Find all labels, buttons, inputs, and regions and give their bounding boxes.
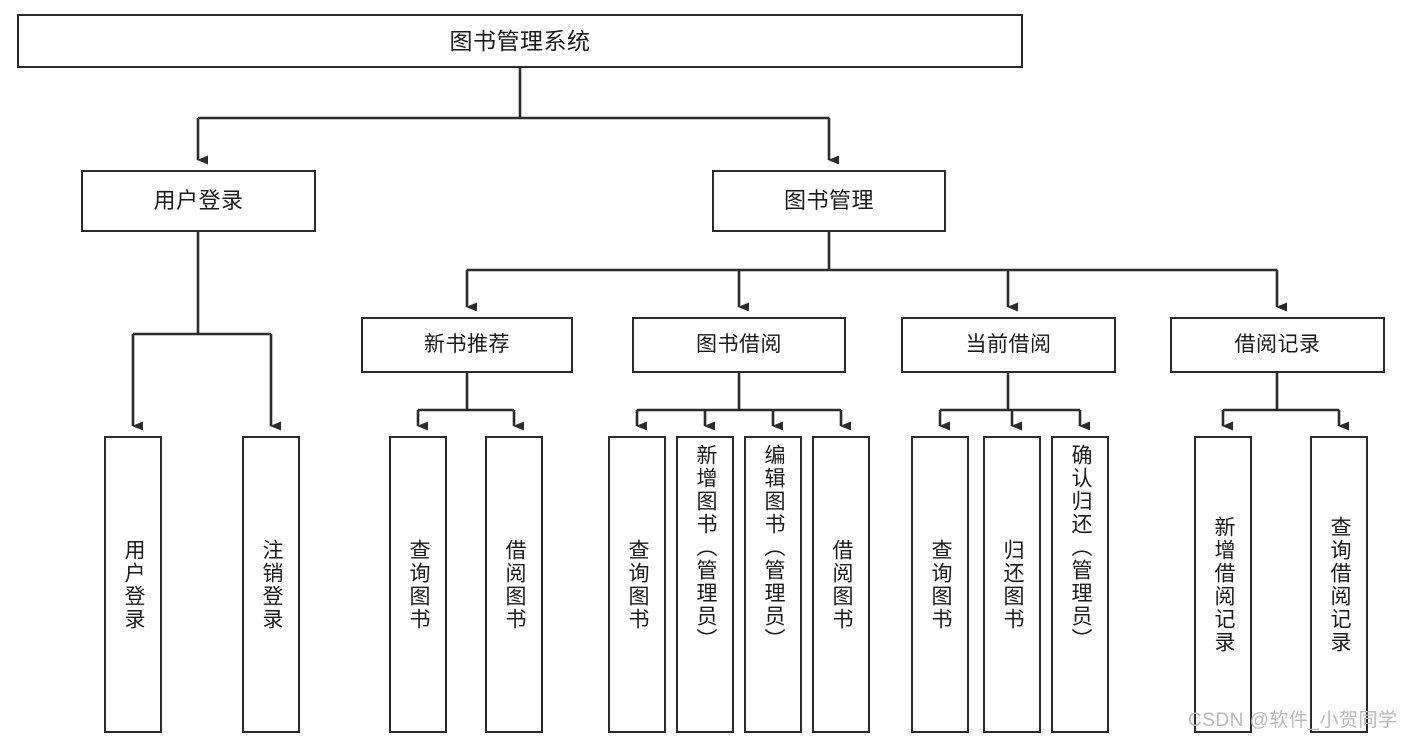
node-label: 新书推荐 xyxy=(424,333,510,357)
node-label: 用户登录 xyxy=(122,538,146,631)
node-label: 编辑图书（管理员） xyxy=(762,444,786,651)
node-label: 查询图书 xyxy=(407,538,431,631)
node-label: 新增图书（管理员） xyxy=(694,444,718,651)
node-label: 查询图书 xyxy=(626,538,650,631)
node-borrow-record[interactable]: 借阅记录 xyxy=(1170,317,1385,373)
node-user-login[interactable]: 用户登录 xyxy=(81,170,316,232)
node-new-book-recommend[interactable]: 新书推荐 xyxy=(361,317,573,373)
node-book-management[interactable]: 图书管理 xyxy=(712,170,946,232)
node-leaf-user-login[interactable]: 用户登录 xyxy=(104,436,162,733)
node-label: 注销登录 xyxy=(260,538,284,631)
node-label: 图书管理 xyxy=(783,187,874,213)
node-label: 借阅图书 xyxy=(503,538,527,631)
node-leaf-logout-login[interactable]: 注销登录 xyxy=(242,436,300,733)
node-leaf-add-book-admin[interactable]: 新增图书（管理员） xyxy=(676,436,734,733)
node-label: 确认归还（管理员） xyxy=(1069,444,1093,651)
node-leaf-confirm-return-admin[interactable]: 确认归还（管理员） xyxy=(1051,436,1109,733)
node-leaf-query-book-current[interactable]: 查询图书 xyxy=(911,436,969,733)
node-label: 图书借阅 xyxy=(696,333,782,357)
node-label: 图书管理系统 xyxy=(449,27,591,54)
node-leaf-borrow-book-recommend[interactable]: 借阅图书 xyxy=(485,436,543,733)
node-leaf-borrow-book[interactable]: 借阅图书 xyxy=(812,436,870,733)
node-label: 借阅图书 xyxy=(830,538,854,631)
node-leaf-edit-book-admin[interactable]: 编辑图书（管理员） xyxy=(744,436,802,733)
node-label: 当前借阅 xyxy=(965,333,1052,357)
node-book-borrow[interactable]: 图书借阅 xyxy=(632,317,846,373)
node-leaf-query-borrow-record[interactable]: 查询借阅记录 xyxy=(1310,436,1368,733)
watermark-text: CSDN @软件_小贺同学 xyxy=(1188,710,1398,731)
node-book-management-system[interactable]: 图书管理系统 xyxy=(17,14,1023,68)
node-leaf-add-borrow-record[interactable]: 新增借阅记录 xyxy=(1194,436,1252,733)
node-leaf-return-book[interactable]: 归还图书 xyxy=(983,436,1041,733)
node-leaf-query-book-borrow[interactable]: 查询图书 xyxy=(608,436,666,733)
node-label: 借阅记录 xyxy=(1234,333,1321,357)
node-leaf-query-book-recommend[interactable]: 查询图书 xyxy=(389,436,447,733)
node-label: 查询借阅记录 xyxy=(1328,515,1352,654)
node-label: 用户登录 xyxy=(153,187,244,213)
node-label: 查询图书 xyxy=(929,538,953,631)
node-label: 归还图书 xyxy=(1001,538,1025,631)
node-current-borrow[interactable]: 当前借阅 xyxy=(901,317,1116,373)
node-label: 新增借阅记录 xyxy=(1212,515,1236,654)
